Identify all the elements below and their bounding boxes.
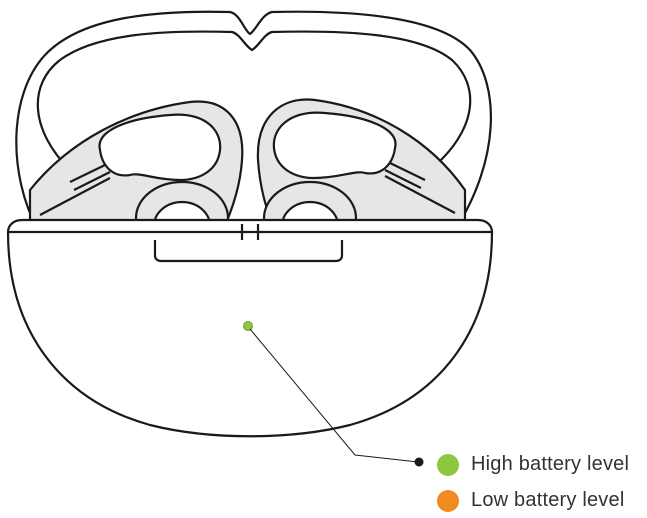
legend-low-label: Low battery level [471,489,625,511]
legend-high-label: High battery level [471,453,630,475]
legend-low-battery: Low battery level [437,489,624,512]
green-dot-icon [437,453,459,476]
orange-dot-icon [437,489,459,512]
battery-indicator-led [243,321,253,331]
legend-high-battery: High battery level [437,453,629,476]
leader-line-end-dot [414,457,424,467]
leader-line [249,328,419,463]
